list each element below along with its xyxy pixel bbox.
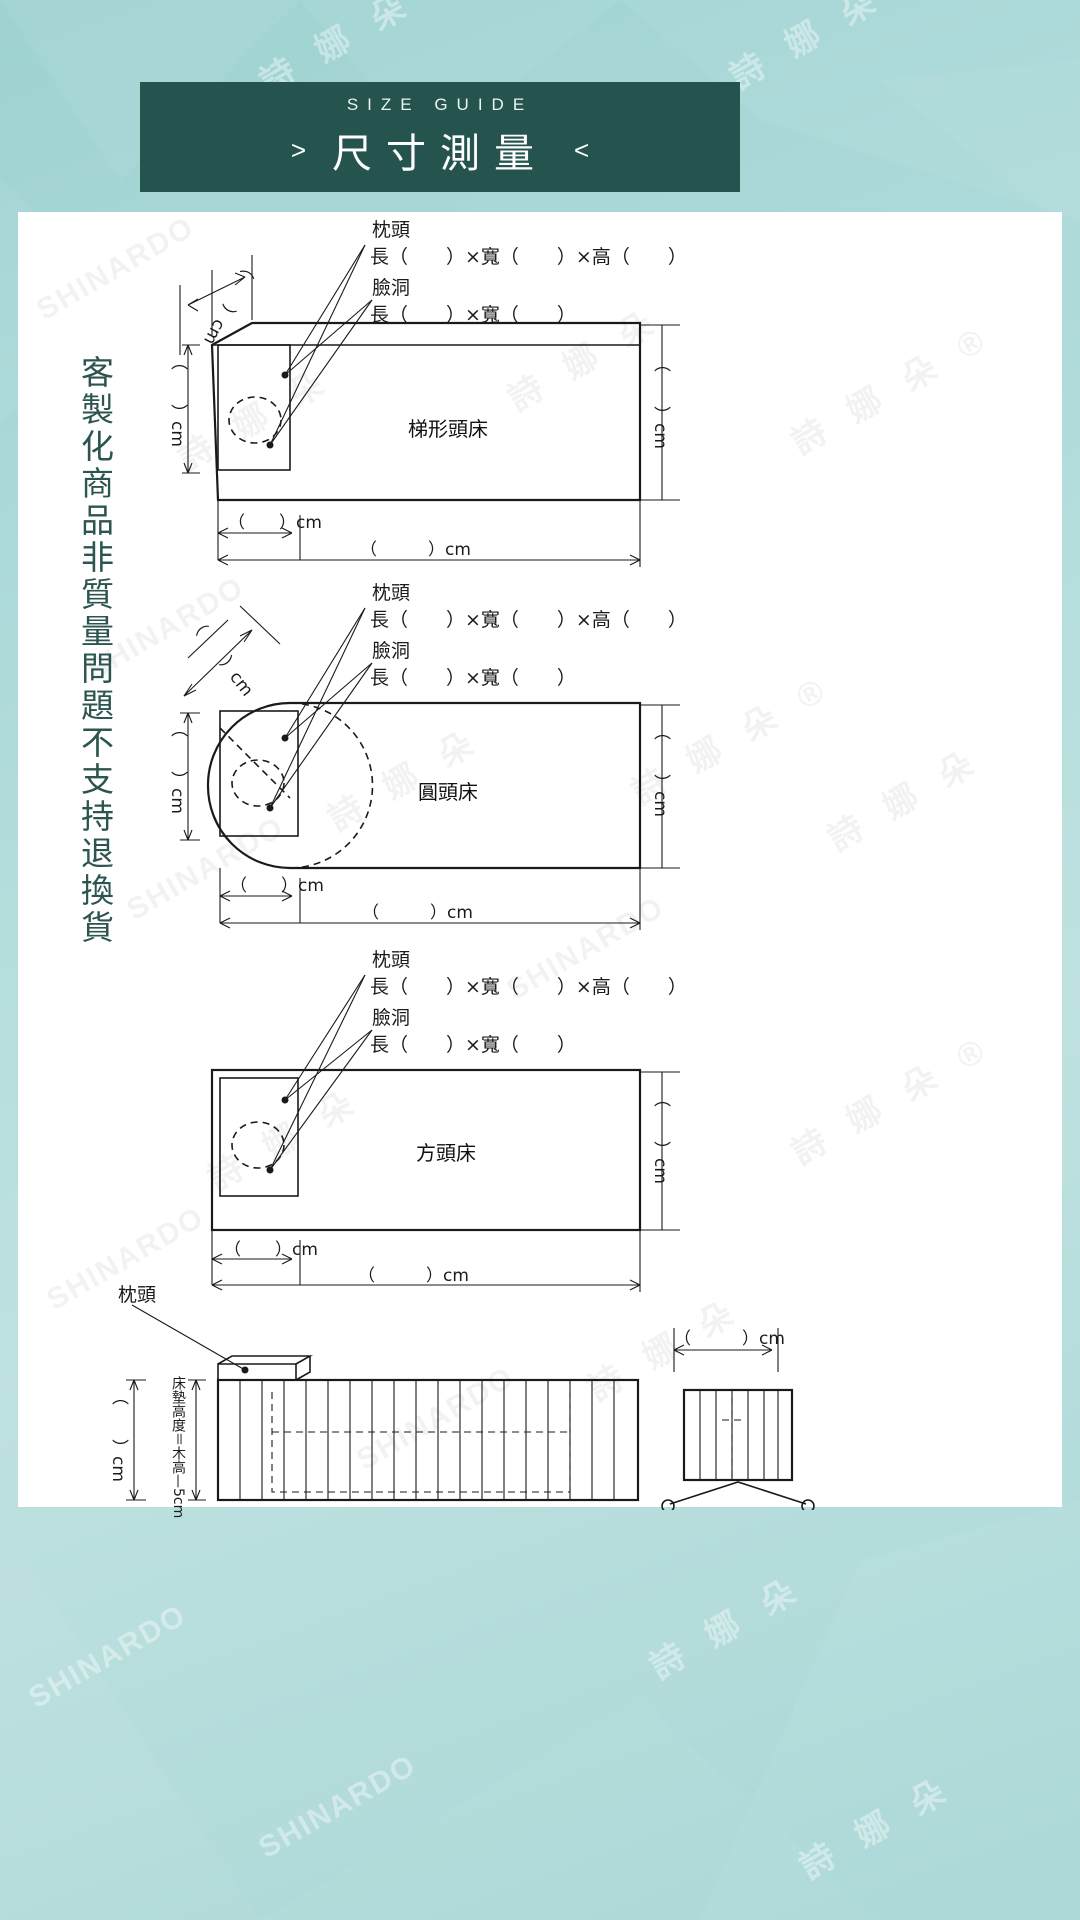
round-pillow-dims: 長（ ）×寬（ ）×高（ ）	[370, 609, 687, 631]
trapezoid-head-height-dim: （ ）cm	[167, 353, 187, 447]
square-front-width-dim: （ ）cm	[224, 1240, 318, 1260]
header-title-row: > 尺寸測量 <	[291, 121, 589, 179]
leg-width-dim: （ ）cm	[674, 1329, 785, 1349]
square-total-height-dim: （ ）cm	[650, 1090, 670, 1184]
bed-diagram-square: 枕頭 長（ ）×寬（ ）×高（ ） 臉洞 長（ ）×寬（ ） （ ）cm （ ）…	[140, 945, 700, 1295]
round-total-height-dim: （ ）cm	[650, 723, 670, 817]
page-header: SIZE GUIDE > 尺寸測量 <	[140, 82, 740, 192]
customization-note: 客製化商品非質量問題不支持退換貨	[75, 355, 115, 947]
round-front-width-dim: （ ）cm	[230, 876, 324, 896]
square-bed-name: 方頭床	[416, 1141, 476, 1165]
square-facehole-label: 臉洞	[372, 1007, 411, 1029]
trapezoid-total-length-dim: （ ）cm	[360, 540, 471, 560]
square-facehole-dims: 長（ ）×寬（ ）	[370, 1034, 576, 1056]
chevron-right-icon: >	[290, 134, 306, 165]
trapezoid-pillow-dims: 長（ ）×寬（ ）×高（ ）	[370, 246, 687, 268]
mattress-height-note: 床墊高度＝木高—5cm	[170, 1376, 186, 1519]
round-bed-name: 圓頭床	[418, 780, 478, 804]
trapezoid-pillow-label: 枕頭	[372, 219, 411, 241]
header-eyebrow: SIZE GUIDE	[346, 95, 534, 114]
bed-side-view: 枕頭 （ ）cm 床墊高度＝木高—5cm	[100, 1280, 680, 1518]
trapezoid-total-height-dim: （ ）cm	[650, 355, 670, 449]
square-total-length-dim: （ ）cm	[358, 1266, 469, 1286]
trapezoid-facehole-label: 臉洞	[372, 277, 411, 299]
round-total-length-dim: （ ）cm	[362, 903, 473, 923]
round-pillow-label: 枕頭	[372, 582, 411, 604]
bottom-height-dim: （ ）cm	[108, 1388, 128, 1482]
chevron-left-icon: <	[574, 134, 590, 165]
bed-diagram-round: 枕頭 長（ ）×寬（ ）×高（ ） 臉洞 長（ ）×寬（ ） （ ）cm （ ）…	[140, 578, 700, 938]
trapezoid-facehole-dims: 長（ ）×寬（ ）	[370, 304, 576, 326]
bottom-pillow-label: 枕頭	[118, 1284, 157, 1306]
round-facehole-label: 臉洞	[372, 640, 411, 662]
square-pillow-label: 枕頭	[372, 949, 411, 971]
bed-leg-view: （ ）cm	[660, 1280, 920, 1510]
round-head-height-dim: （ ）cm	[167, 720, 187, 814]
bed-diagram-trapezoid: 枕頭 長（ ）×寬（ ）×高（ ） 臉洞 長（ ）×寬（ ） （ ）cm （ ）…	[140, 215, 700, 575]
content-card: SHINARDO 詩 娜 朵 詩 娜 朵 ® 詩 娜 朵 SHINARDO 詩 …	[18, 212, 1062, 1507]
square-pillow-dims: 長（ ）×寬（ ）×高（ ）	[370, 976, 687, 998]
trapezoid-front-width-dim: （ ）cm	[228, 513, 322, 533]
page-title: 尺寸測量	[332, 131, 548, 177]
round-facehole-dims: 長（ ）×寬（ ）	[370, 667, 576, 689]
trapezoid-bed-name: 梯形頭床	[408, 417, 488, 441]
